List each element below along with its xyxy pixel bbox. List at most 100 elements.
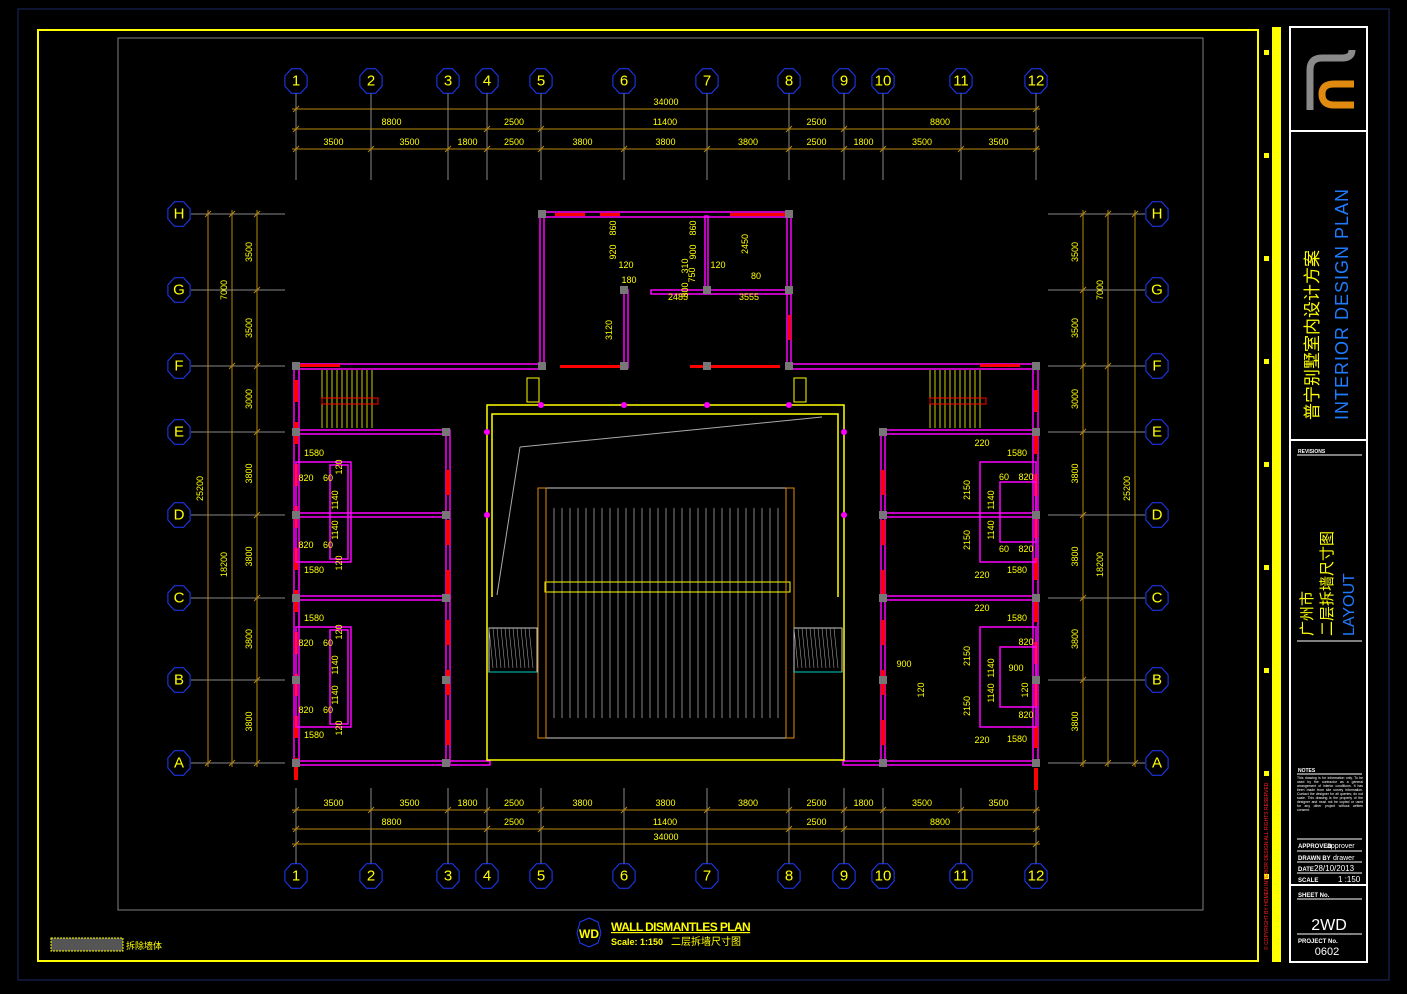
room-dimension-label: 2485 — [668, 292, 688, 302]
dimension-label: 3800 — [244, 463, 254, 483]
column — [703, 286, 711, 294]
room-dimension-label: 220 — [974, 735, 989, 745]
dimension-tick — [537, 145, 545, 153]
wall — [882, 512, 1037, 518]
room-dimension-label: 220 — [974, 438, 989, 448]
room-dimension-label: 820 — [1018, 472, 1033, 482]
dimension-label: 8800 — [381, 817, 401, 827]
dimension-tick — [1079, 362, 1087, 370]
demolish-wall-segment — [1034, 600, 1038, 622]
column — [292, 511, 300, 519]
dimension-label: 3800 — [738, 798, 758, 808]
dimension-tick — [1079, 428, 1087, 436]
demolish-wall-segment — [881, 470, 885, 495]
room-dimension-label: 1140 — [330, 655, 340, 674]
dimension-tick — [785, 145, 793, 153]
notes-label: NOTES — [1298, 768, 1316, 774]
room-dimension-label: 2150 — [962, 480, 972, 500]
column — [442, 759, 450, 767]
project-title-cn: 普宁别墅室内设计方案 — [1303, 250, 1322, 420]
grid-bubble-outline — [167, 419, 191, 445]
legend-hatch-swatch — [50, 937, 124, 952]
demolish-wall-segment — [730, 213, 760, 216]
rail-hatch — [512, 627, 518, 669]
yellow-border-frame — [37, 29, 1259, 962]
grid-bubble-label: 10 — [875, 73, 892, 90]
dimension-tick — [620, 145, 628, 153]
room-dimension-label: 860 — [688, 220, 698, 235]
dimension-tick — [840, 825, 848, 833]
room-dimension-label: 60 — [323, 473, 333, 483]
dimension-label: 3500 — [988, 137, 1008, 147]
grid-bubble-label: 8 — [785, 868, 793, 885]
dimension-label: 34000 — [653, 97, 678, 107]
grid-bubble-label: 12 — [1028, 868, 1045, 885]
dimension-tick — [253, 428, 261, 436]
dimension-tick — [785, 825, 793, 833]
column — [879, 511, 887, 519]
grid-bubble-outline — [1145, 277, 1169, 303]
dimension-label: 3800 — [244, 711, 254, 731]
company-logo — [1306, 49, 1356, 110]
scale-label: SCALE — [1298, 878, 1318, 884]
grid-bubble-label: 4 — [483, 73, 491, 90]
wall — [329, 464, 349, 560]
column — [1032, 594, 1040, 602]
column — [703, 362, 711, 370]
demolish-wall-segment — [1034, 558, 1038, 580]
demolish-wall-segment — [446, 570, 450, 595]
demolish-wall-segment — [555, 213, 585, 216]
dimension-tick — [1032, 125, 1040, 133]
border-tick — [1264, 565, 1269, 570]
approved-label: APPROVED — [1298, 844, 1332, 850]
project-number: 0602 — [1315, 946, 1339, 958]
room-dimension-label: 920 — [608, 244, 618, 259]
room-dimension-label: 310 — [680, 258, 690, 273]
wall — [295, 429, 447, 435]
room-dimension-label: 750 — [687, 267, 697, 282]
room-dimension-label: 220 — [974, 603, 989, 613]
room-dimension-label: 220 — [974, 570, 989, 580]
grid-bubble-outline — [832, 863, 856, 889]
door-frame — [793, 377, 807, 403]
dimension-label: 3800 — [1070, 629, 1080, 649]
column — [1032, 362, 1040, 370]
grid-bubble-outline — [949, 863, 973, 889]
grid-bubble-label: H — [1152, 206, 1163, 223]
dimension-label: 7000 — [219, 280, 229, 300]
room-dimension-label: 820 — [1018, 637, 1033, 647]
column — [538, 210, 546, 218]
dimension-tick — [840, 145, 848, 153]
floor-plan — [292, 210, 1040, 790]
dimension-label: 3500 — [1070, 318, 1080, 338]
dimension-label: 3800 — [572, 137, 592, 147]
grid-bubble-label: 2 — [367, 868, 375, 885]
stair-arrow — [496, 446, 521, 596]
column — [1032, 511, 1040, 519]
column — [1032, 428, 1040, 436]
column-marker — [841, 512, 847, 518]
dimension-tick — [1104, 759, 1112, 767]
column — [620, 286, 628, 294]
dimension-label: 2500 — [806, 798, 826, 808]
atrium-outline — [486, 404, 845, 761]
dimension-label: 1800 — [853, 137, 873, 147]
dimension-tick — [228, 362, 236, 370]
column-marker — [786, 402, 792, 408]
dimension-label: 18200 — [219, 552, 229, 577]
rail-hatch — [528, 627, 534, 669]
dimension-tick — [785, 806, 793, 814]
column — [879, 594, 887, 602]
dimension-tick — [1079, 210, 1087, 218]
dimension-label: 3500 — [244, 318, 254, 338]
demolish-wall-segment — [446, 470, 450, 495]
drawn-by-label: DRAWN BY — [1298, 856, 1331, 862]
dimension-tick — [292, 840, 300, 848]
rail-hatch — [813, 627, 819, 669]
grid-bubble-outline — [612, 68, 636, 94]
dimension-label: 1800 — [457, 137, 477, 147]
dimension-tick — [957, 145, 965, 153]
